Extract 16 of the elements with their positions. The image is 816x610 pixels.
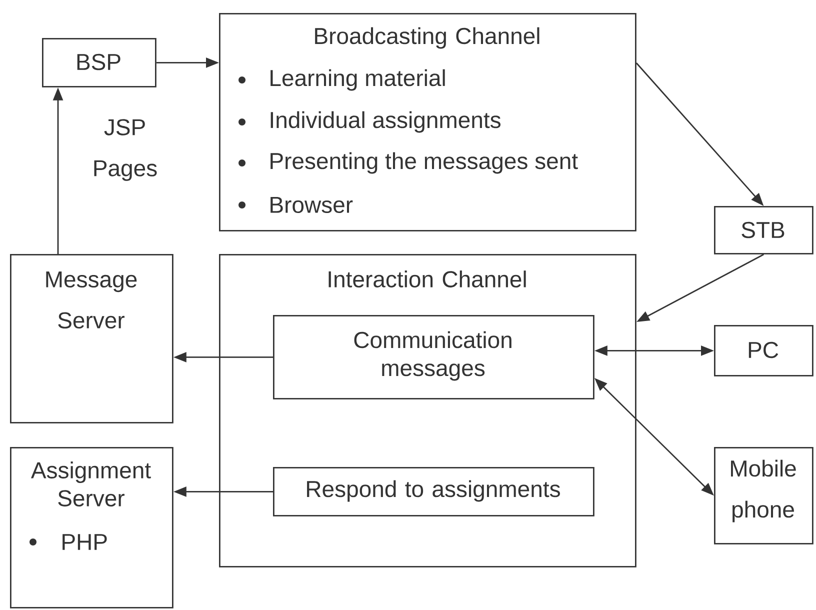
box-label: STB bbox=[742, 222, 784, 238]
box-label: Broadcasting Channel bbox=[315, 27, 540, 49]
box-label: PC bbox=[748, 342, 778, 358]
box-label: BSP bbox=[77, 54, 120, 70]
box-label: Assignment Server bbox=[30, 462, 151, 506]
box-label: Mobile phone bbox=[731, 460, 796, 522]
bullet-item: Presenting the messages sent bbox=[238, 152, 578, 174]
box-label: Message Server bbox=[46, 271, 137, 329]
bullet-item: Individual assignments bbox=[238, 111, 500, 133]
box-label: Interaction Channel bbox=[328, 270, 526, 288]
bullet-item: Learning material bbox=[238, 69, 445, 91]
bullet-item: PHP bbox=[30, 534, 107, 550]
box-label: Communication messages bbox=[354, 331, 512, 381]
bullet-item: Browser bbox=[238, 196, 353, 214]
edge-label: JSP Pages bbox=[94, 119, 157, 181]
box-label: Respond to assignments bbox=[307, 480, 560, 502]
